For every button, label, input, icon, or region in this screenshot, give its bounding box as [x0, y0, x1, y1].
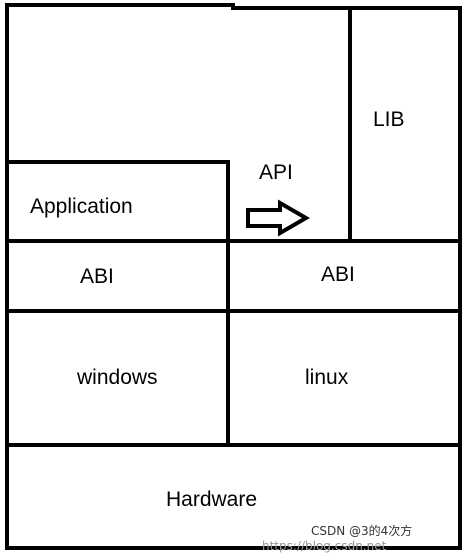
- application-label: Application: [30, 195, 133, 218]
- faint-url-watermark: https://blog.csdn.net: [262, 539, 387, 553]
- abi-left-label: ABI: [80, 265, 114, 288]
- hardware-label: Hardware: [166, 488, 258, 511]
- linux-label: linux: [305, 366, 349, 389]
- arrow-right-icon: [246, 199, 311, 237]
- abi-right-label: ABI: [321, 263, 355, 286]
- csdn-watermark: CSDN @3的4次方: [311, 524, 413, 538]
- windows-label: windows: [77, 366, 158, 389]
- lib-label: LIB: [373, 108, 405, 131]
- api-label: API: [259, 161, 293, 184]
